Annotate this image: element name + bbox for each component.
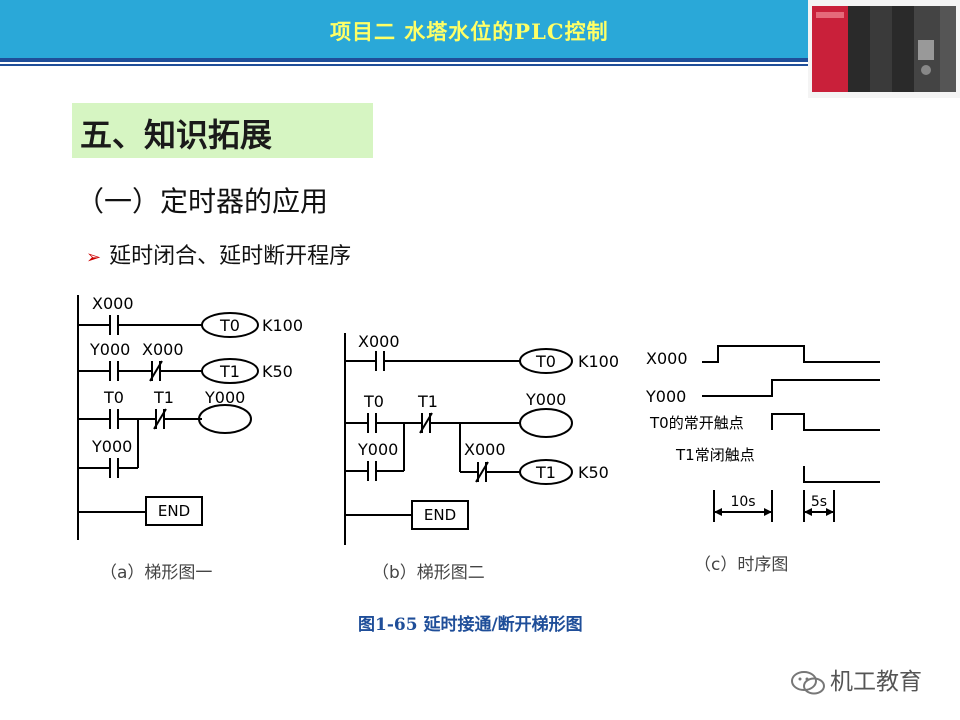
label-5s: 5s: [811, 494, 827, 510]
label-t0: T0: [103, 388, 124, 407]
label-x000-b: X000: [142, 340, 184, 359]
label-x000-b: X000: [464, 440, 506, 459]
figure-caption: 图1-65 延时接通/断开梯形图: [358, 615, 583, 635]
bullet-text: 延时闭合、延时断开程序: [109, 244, 352, 269]
label-y000-hold: Y000: [357, 440, 398, 459]
watermark: 机工教育: [790, 662, 922, 697]
watermark-text: 机工教育: [830, 669, 922, 695]
label-t1: T1: [417, 392, 438, 411]
caption-ladder-a: （a）梯形图一: [100, 563, 213, 583]
header-title: 项目二 水塔水位的PLC控制: [330, 19, 609, 44]
caption-timing: （c）时序图: [694, 555, 789, 575]
header-bar: [0, 0, 808, 58]
arrow-right-icon: ➢: [86, 247, 102, 268]
label-end: END: [158, 502, 190, 520]
label-k100: K100: [578, 352, 619, 371]
ladder-diagram-a: X000 T0 K100 Y000 X000 T1 K50 T0 T1 Y000…: [77, 294, 303, 540]
bullet-item: ➢ 延时闭合、延时断开程序: [86, 238, 351, 270]
label-t1: T1: [153, 388, 174, 407]
label-x000: X000: [358, 332, 400, 351]
label-x000: X000: [646, 349, 688, 368]
label-y000-coil: Y000: [525, 390, 566, 409]
wechat-icon: [791, 670, 825, 694]
ladder-diagram-b: X000 T0 K100 T0 T1 Y000 Y000 X000 T1 K50…: [344, 332, 619, 545]
label-t1-coil: T1: [535, 463, 556, 482]
label-y000-coil: Y000: [204, 388, 245, 407]
caption-ladder-b: （b）梯形图二: [372, 563, 485, 583]
label-10s: 10s: [730, 494, 755, 510]
header-divider: [0, 58, 808, 62]
label-y000: Y000: [89, 340, 130, 359]
label-k50: K50: [578, 463, 609, 482]
subsection-title: （一）定时器的应用: [76, 185, 329, 218]
label-t0-coil: T0: [219, 316, 240, 335]
section-title-box: [72, 103, 373, 158]
label-t0-contact: T0的常开触点: [649, 414, 744, 432]
label-k50: K50: [262, 362, 293, 381]
label-k100: K100: [262, 316, 303, 335]
label-t0-coil: T0: [535, 352, 556, 371]
timing-diagram: X000 Y000 T0的常开触点 T1常闭触点 10s 5s: [645, 345, 880, 522]
section-title: 五、知识拓展: [80, 116, 273, 154]
label-y000: Y000: [645, 387, 686, 406]
plc-hardware-image: [808, 0, 960, 98]
label-t1-coil: T1: [219, 362, 240, 381]
label-x000: X000: [92, 294, 134, 313]
header-divider-thin: [0, 64, 808, 66]
label-t0: T0: [363, 392, 384, 411]
label-y000-hold: Y000: [91, 437, 132, 456]
label-end: END: [424, 506, 456, 524]
label-t1-contact: T1常闭触点: [675, 446, 755, 464]
